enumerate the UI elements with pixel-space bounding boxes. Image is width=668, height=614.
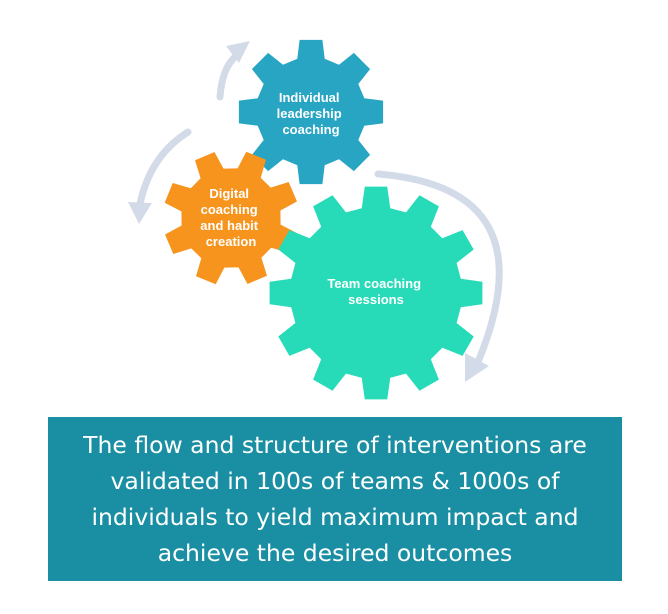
digital-gear-label-line: Digital [209,186,249,201]
cycle-arrow-left [136,128,192,208]
digital-gear-label-line: coaching [201,202,258,217]
cycle-arrow-right-head [465,353,489,382]
leadership-gear-label-line: leadership [277,106,342,121]
leadership-gear-label-line: Individual [279,90,340,105]
cycle-arrow-left-head [128,202,152,224]
team-gear-label: Team coaching sessions [327,276,424,307]
cycle-arrow-right [374,170,503,366]
digital-coaching-gear [164,151,298,285]
digital-gear-label-line: and habit [200,218,258,233]
team-coaching-gear [269,186,483,400]
digital-gear-label: Digital coaching and habit creation [200,186,261,249]
leadership-gear-label-line: coaching [282,122,339,137]
team-gear-label-line: Team coaching [327,276,421,291]
validation-banner: The flow and structure of interventions … [48,417,622,581]
cycle-arrow-top [216,52,240,101]
team-gear-label-line: sessions [348,292,404,307]
leadership-gear-label: Individual leadership coaching [277,90,346,137]
digital-gear-label-line: creation [206,234,257,249]
banner-text: The flow and structure of interventions … [83,431,587,567]
cycle-arrow-top-head [226,41,250,63]
leadership-gear [238,39,384,185]
